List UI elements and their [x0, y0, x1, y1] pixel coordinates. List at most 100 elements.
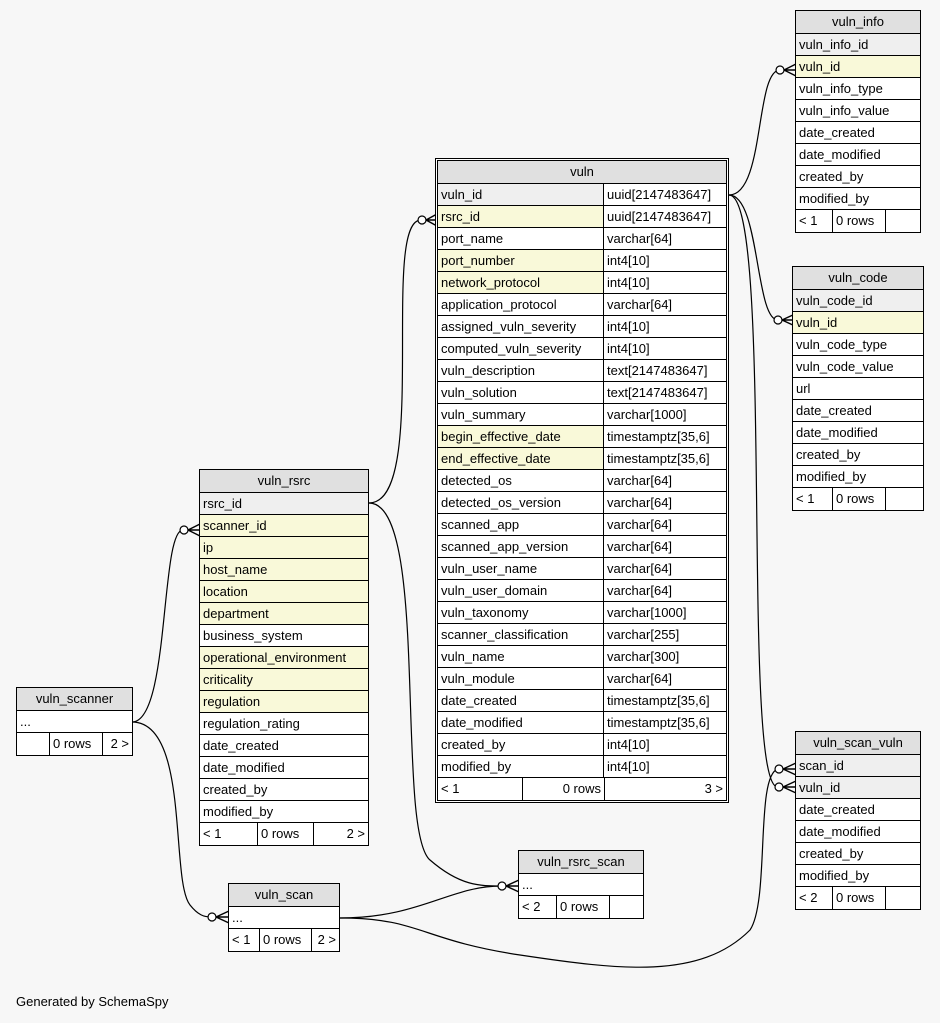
- table-title[interactable]: vuln_scan_vuln: [796, 732, 920, 755]
- children-link[interactable]: [885, 887, 920, 909]
- column-row[interactable]: created_by: [796, 166, 920, 188]
- column-row[interactable]: modified_by: [793, 466, 923, 488]
- column-row[interactable]: regulation_rating: [200, 713, 368, 735]
- children-link[interactable]: 2 >: [313, 823, 368, 845]
- column-row[interactable]: modified_by: [796, 188, 920, 210]
- table-title[interactable]: vuln_rsrc: [200, 470, 368, 493]
- table-title[interactable]: vuln_scan: [229, 884, 339, 907]
- column-row[interactable]: business_system: [200, 625, 368, 647]
- column-row[interactable]: date_created: [796, 799, 920, 821]
- column-row[interactable]: vuln_code_type: [793, 334, 923, 356]
- parents-link[interactable]: < 1: [796, 210, 832, 232]
- column-row[interactable]: scanner_id: [200, 515, 368, 537]
- table-title[interactable]: vuln: [438, 161, 726, 184]
- column-row[interactable]: scan_id: [796, 755, 920, 777]
- parents-link[interactable]: < 2: [796, 887, 832, 909]
- table-title[interactable]: vuln_scanner: [17, 688, 132, 711]
- column-row[interactable]: date_created: [200, 735, 368, 757]
- children-link[interactable]: 2 >: [311, 929, 339, 951]
- column-row[interactable]: date_created: [793, 400, 923, 422]
- column-row[interactable]: created_by: [796, 843, 920, 865]
- column-row[interactable]: created_by: [793, 444, 923, 466]
- parents-link[interactable]: < 1: [200, 823, 257, 845]
- table-title[interactable]: vuln_rsrc_scan: [519, 851, 643, 874]
- column-row[interactable]: rsrc_id: [200, 493, 368, 515]
- column-row[interactable]: date_modified: [796, 144, 920, 166]
- column-row[interactable]: modified_by: [796, 865, 920, 887]
- children-link[interactable]: 3 >: [604, 778, 726, 800]
- parents-link[interactable]: < 1: [438, 778, 522, 800]
- column-row[interactable]: modified_by: [200, 801, 368, 823]
- column-row[interactable]: date_modified: [793, 422, 923, 444]
- children-link[interactable]: [885, 210, 920, 232]
- column-row[interactable]: date_created: [796, 122, 920, 144]
- column-row[interactable]: vuln_code_value: [793, 356, 923, 378]
- column-row[interactable]: date_modified: [796, 821, 920, 843]
- parents-link[interactable]: < 2: [519, 896, 556, 918]
- column-row[interactable]: vuln_id: [793, 312, 923, 334]
- column-row[interactable]: url: [793, 378, 923, 400]
- children-link[interactable]: [609, 896, 643, 918]
- children-link[interactable]: [885, 488, 923, 510]
- column-row[interactable]: vuln_id: [796, 777, 920, 799]
- column-row[interactable]: ...: [17, 711, 132, 733]
- column-row[interactable]: operational_environment: [200, 647, 368, 669]
- children-link[interactable]: 2 >: [102, 733, 132, 755]
- column-row[interactable]: ip: [200, 537, 368, 559]
- parents-link[interactable]: < 1: [229, 929, 259, 951]
- column-row[interactable]: department: [200, 603, 368, 625]
- table-title[interactable]: vuln_code: [793, 267, 923, 290]
- column-row[interactable]: ...: [229, 907, 339, 929]
- parents-link[interactable]: < 1: [793, 488, 832, 510]
- parents-link[interactable]: [17, 733, 49, 755]
- column-row[interactable]: created_by: [200, 779, 368, 801]
- column-row[interactable]: vuln_info_id: [796, 34, 920, 56]
- column-row[interactable]: criticality: [200, 669, 368, 691]
- column-row[interactable]: date_modified: [200, 757, 368, 779]
- column-row[interactable]: location: [200, 581, 368, 603]
- column-row[interactable]: vuln_info_value: [796, 100, 920, 122]
- column-row[interactable]: host_name: [200, 559, 368, 581]
- column-row[interactable]: ...: [519, 874, 643, 896]
- column-row[interactable]: vuln_code_id: [793, 290, 923, 312]
- column-row[interactable]: vuln_info_type: [796, 78, 920, 100]
- column-row[interactable]: vuln_id: [796, 56, 920, 78]
- column-row[interactable]: regulation: [200, 691, 368, 713]
- table-title[interactable]: vuln_info: [796, 11, 920, 34]
